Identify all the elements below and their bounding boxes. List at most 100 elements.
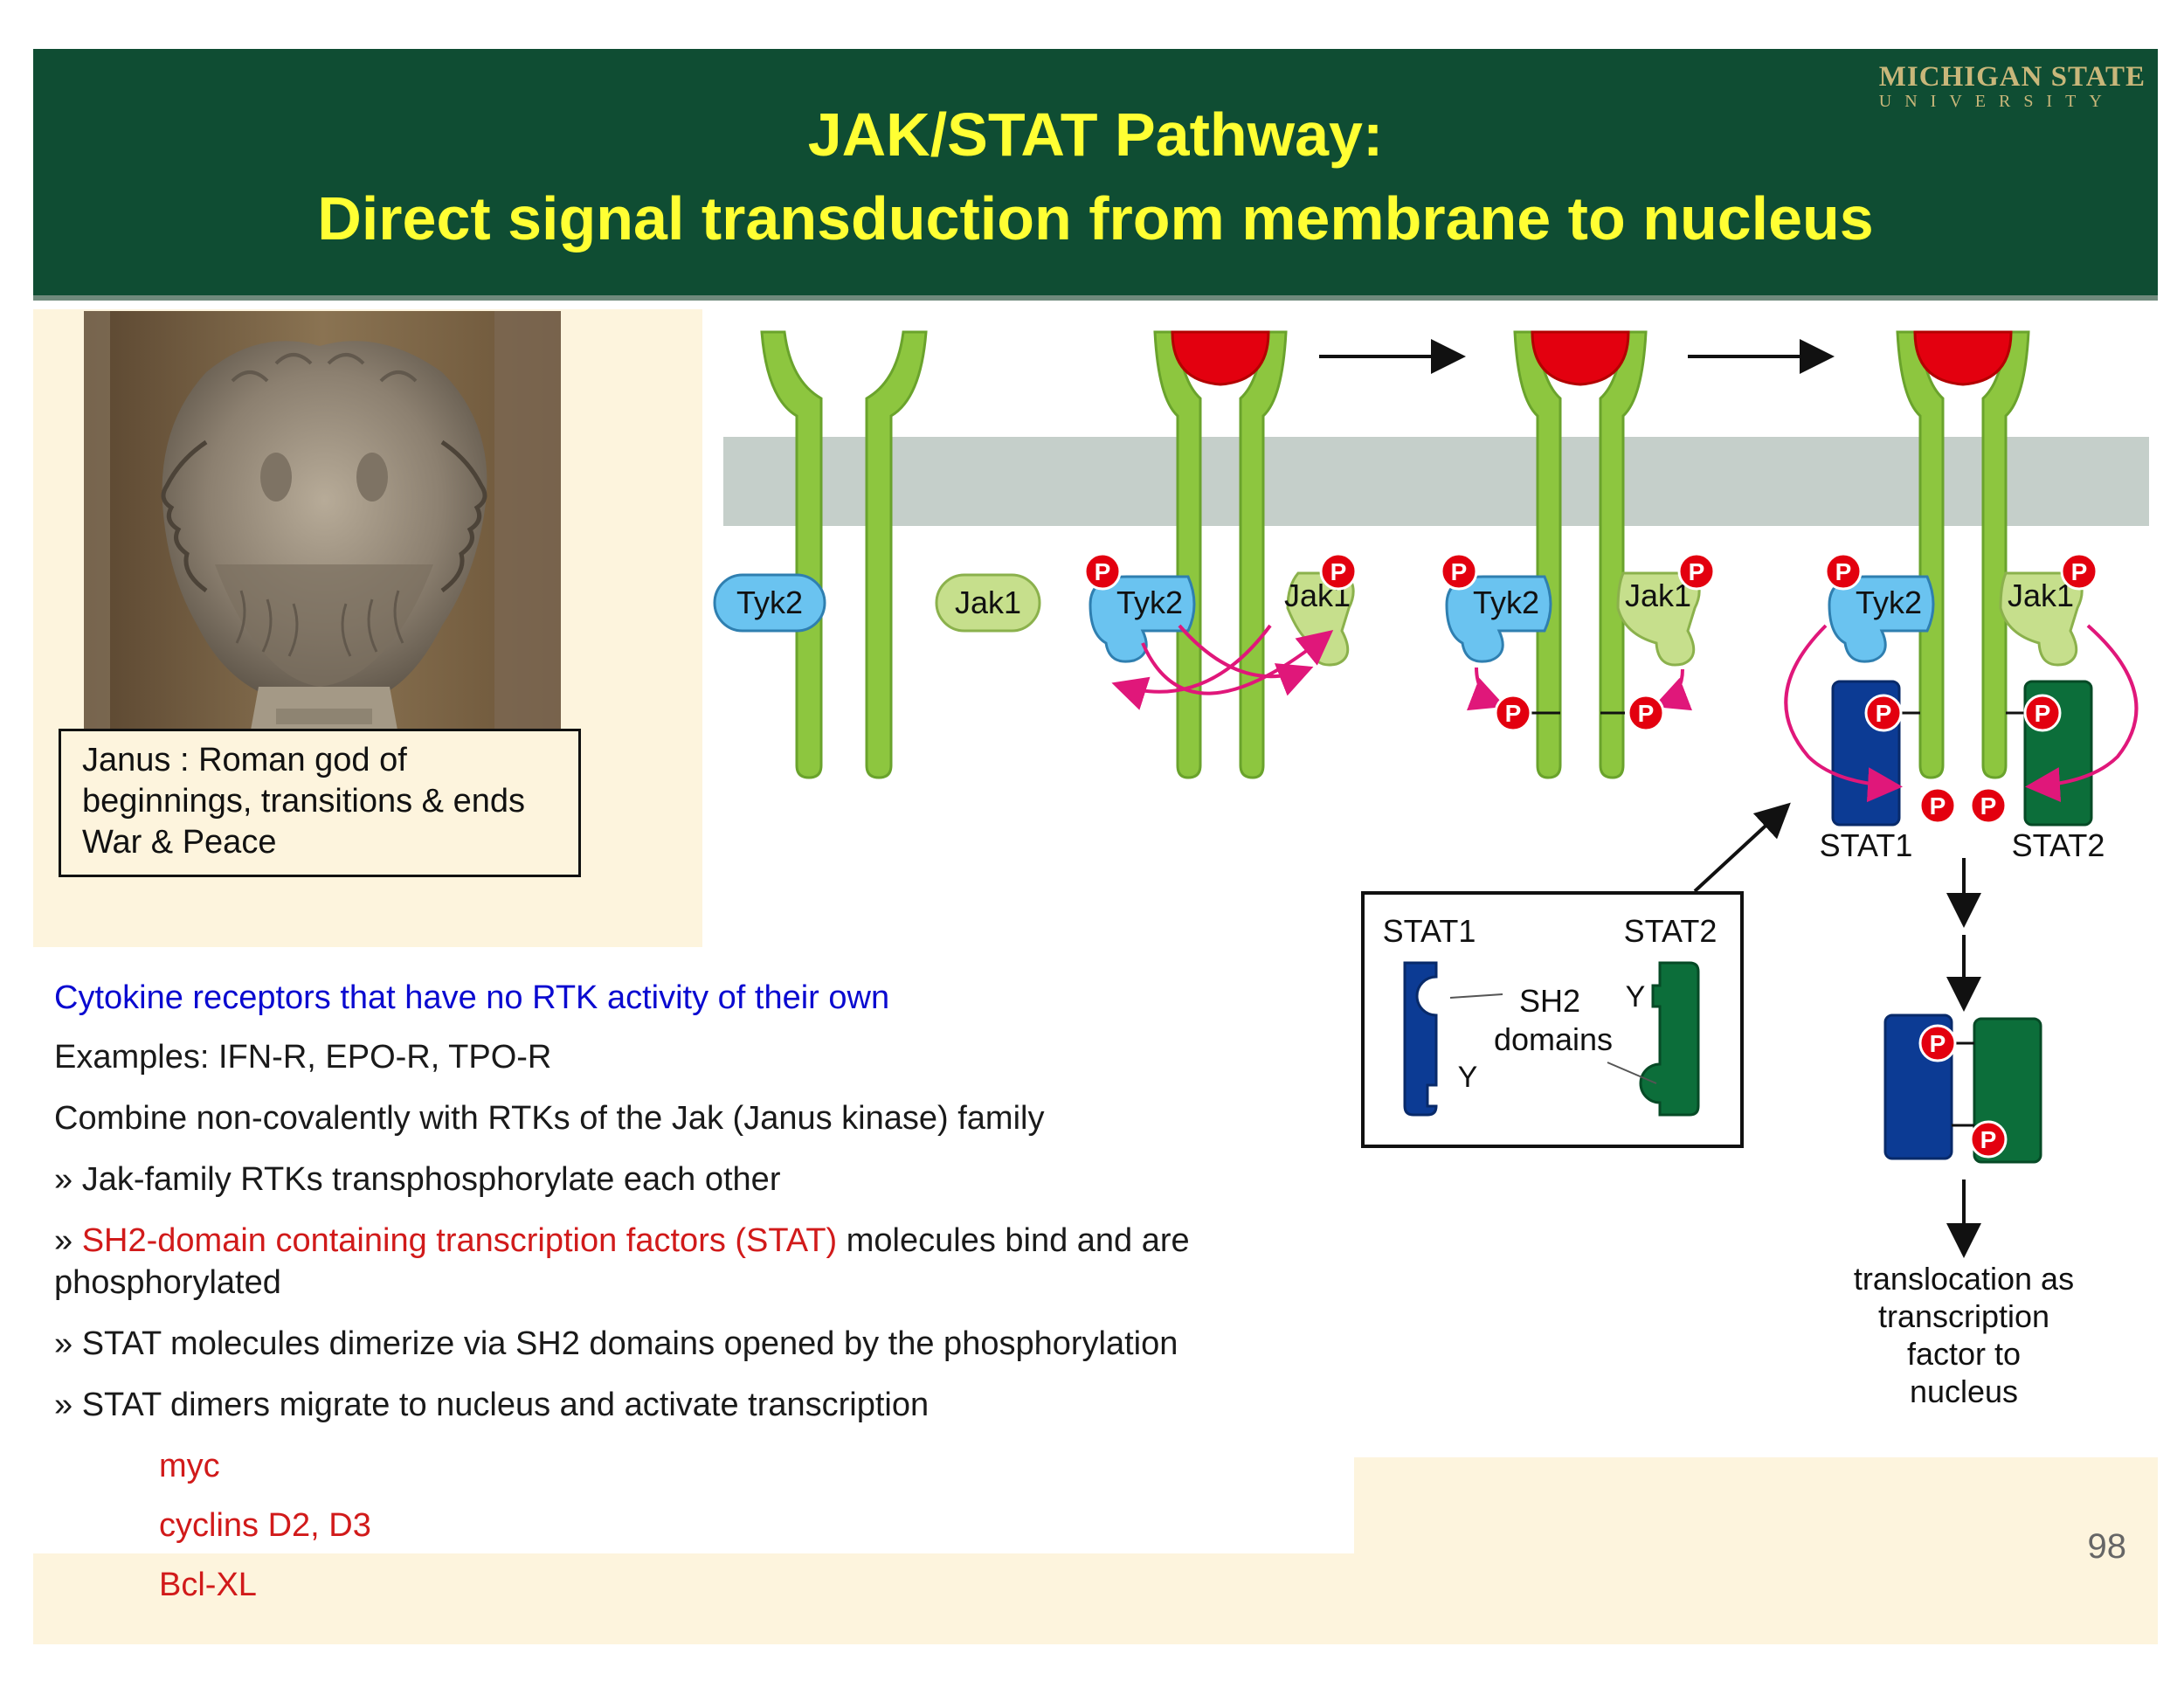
jak1-label: Jak1 — [1625, 578, 1691, 613]
bullet-line: Combine non-covalently with RTKs of the … — [54, 1100, 1045, 1137]
translocation-line: factor to — [1907, 1336, 2021, 1372]
target-gene: Bcl-XL — [159, 1567, 257, 1603]
stat1-label: STAT1 — [1820, 827, 1913, 863]
phosphate: P — [1083, 552, 1122, 591]
jak-stat-diagram: Tyk2 Jak1 Tyk2 Jak1 Tyk2 Jak1 Tyk2 Jak1 — [713, 330, 2149, 1409]
phosphate: P — [1677, 552, 1716, 591]
phosphate-label: P — [1980, 1126, 1997, 1153]
jak1-kinase: Jak1 — [1616, 571, 1701, 667]
phosphate: P — [1969, 786, 2008, 825]
bullet-line: Examples: IFN-R, EPO-R, TPO-R — [54, 1039, 552, 1076]
caption-line: War & Peace — [82, 824, 277, 861]
title-bar: JAK/STAT Pathway: Direct signal transduc… — [33, 49, 2158, 295]
inset-y-label: Y — [1458, 1061, 1478, 1094]
photo-caption: Janus : Roman god of beginnings, transit… — [59, 729, 581, 877]
slide: JAK/STAT Pathway: Direct signal transduc… — [33, 49, 2158, 1644]
ligand — [1913, 330, 2013, 386]
stat-recruitment-arrow — [1784, 624, 1903, 803]
ligand — [1531, 330, 1630, 386]
title-line-2: Direct signal transduction from membrane… — [317, 184, 1874, 253]
phosphate: P — [1440, 552, 1478, 591]
phosphate: P — [1918, 786, 1957, 825]
bullet-marker: » — [54, 1222, 82, 1259]
bullet-line: » Jak-family RTKs transphosphorylate eac… — [54, 1161, 781, 1198]
jak1-kinase: Jak1 — [935, 573, 1041, 633]
phosphate-label: P — [1095, 558, 1111, 585]
phosphate-label: P — [1689, 558, 1705, 585]
caption-line: beginnings, transitions & ends — [82, 783, 525, 820]
stat-highlight: SH2-domain containing transcription fact… — [81, 1222, 838, 1259]
phosphate: P — [1864, 694, 1903, 732]
ligand — [1171, 330, 1270, 386]
transphosphorylation-arrow — [1111, 624, 1272, 710]
cell-membrane — [723, 437, 2149, 526]
phosphate-label: P — [1930, 1030, 1946, 1057]
msu-logo: MICHIGAN STATE UNIVERSITY — [1879, 61, 2146, 112]
tyk2-label: Tyk2 — [1116, 585, 1183, 620]
phosphate-groups: P P P P P P P P P P P P — [1083, 552, 2098, 825]
sh2-pointer — [1449, 993, 1503, 999]
receptor-pair-bound-2 — [1513, 330, 1648, 779]
janus-bust-image — [84, 311, 561, 783]
tyk2-label: Tyk2 — [736, 585, 803, 620]
phosphate-label: P — [1330, 558, 1347, 585]
phosphate-label: P — [2035, 700, 2051, 727]
phosphate: P — [2060, 552, 2098, 591]
stat2-label: STAT2 — [2012, 827, 2105, 863]
bullet-text: molecules bind and are — [837, 1222, 1190, 1259]
tyk2-kinase: Tyk2 — [713, 573, 826, 633]
jak1-kinase: Jak1 — [1284, 571, 1355, 667]
bullet-line: » STAT molecules dimerize via SH2 domain… — [54, 1325, 1178, 1362]
jak1-label: Jak1 — [955, 585, 1021, 620]
sh2-label-line1: SH2 — [1519, 983, 1580, 1019]
tyk2-kinase: Tyk2 — [1445, 575, 1552, 663]
inset-pointer-arrow — [1693, 802, 1791, 893]
inset-stat2-shape — [1639, 961, 1700, 1117]
bullet-line: » SH2-domain containing transcription fa… — [54, 1220, 1190, 1262]
phosphate: P — [1918, 1024, 1957, 1062]
phosphate-label: P — [1451, 558, 1468, 585]
tyk2-kinase: Tyk2 — [1828, 575, 1935, 663]
bullet-line: phosphorylated — [54, 1264, 281, 1301]
phosphate: P — [1494, 694, 1532, 732]
receptor-pair-unbound — [760, 330, 928, 779]
slide-title: JAK/STAT Pathway: Direct signal transduc… — [33, 93, 2158, 260]
phosphate-label: P — [1980, 792, 1997, 820]
sh2-label-line2: domains — [1494, 1021, 1613, 1057]
sh2-pointer — [1607, 1062, 1657, 1084]
jak1-label: Jak1 — [2008, 578, 2074, 613]
phosphorylation-arrow — [1653, 668, 1693, 711]
caption-line: Janus : Roman god of — [82, 742, 407, 778]
translocation-line: nucleus — [1910, 1373, 2018, 1409]
sh2-inset: STAT1 STAT2 Y Y SH2 domains — [1361, 802, 1791, 1148]
bottom-right-panel — [1354, 1457, 2158, 1555]
inset-stat1-label: STAT1 — [1383, 913, 1476, 949]
phosphate-label: P — [1505, 700, 1522, 727]
receptor-pair-bound-3 — [1896, 330, 2030, 779]
phosphate: P — [1969, 1120, 2008, 1159]
bullet-line: Cytokine receptors that have no RTK acti… — [54, 979, 890, 1016]
tyk2-label: Tyk2 — [1856, 585, 1922, 620]
inset-stat1-shape — [1403, 961, 1438, 1117]
phosphate: P — [1319, 552, 1358, 591]
phosphate-label: P — [1835, 558, 1852, 585]
transphosphorylation-arrow — [1141, 629, 1334, 695]
target-gene: myc — [159, 1448, 220, 1484]
header-divider — [33, 295, 2158, 301]
phosphorylation-arrow — [1466, 667, 1506, 711]
logo-line-1: MICHIGAN STATE — [1878, 61, 2146, 93]
inset-y-label: Y — [1626, 980, 1646, 1013]
jak1-kinase: Jak1 — [1999, 571, 2084, 667]
receptor-pair-bound-1 — [1153, 330, 1288, 779]
phosphate: P — [1824, 552, 1863, 591]
bottom-band — [33, 1553, 2158, 1644]
phosphate: P — [2023, 694, 2062, 732]
tyk2-label: Tyk2 — [1473, 585, 1539, 620]
phosphate: P — [1627, 694, 1665, 732]
phosphate-label: P — [2071, 558, 2088, 585]
logo-line-2: UNIVERSITY — [1878, 92, 2115, 111]
translocation-line: translocation as — [1854, 1261, 2074, 1297]
translocation-caption: translocation as transcription factor to… — [1854, 1261, 2074, 1409]
bullet-line: » STAT dimers migrate to nucleus and act… — [54, 1387, 930, 1423]
phosphate-label: P — [1930, 792, 1946, 820]
